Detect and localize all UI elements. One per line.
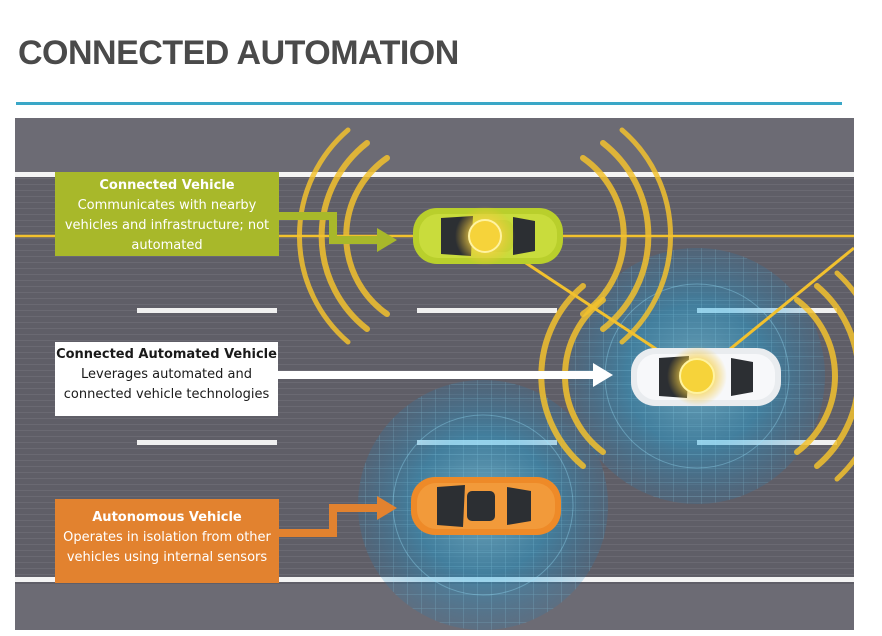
autonomous-vehicle-car	[411, 477, 561, 535]
autonomous-vehicle-heading: Autonomous Vehicle	[92, 510, 242, 525]
connected-vehicle-line-1: Communicates with nearby	[77, 198, 257, 213]
arrow-right-icon	[278, 212, 613, 537]
connected-vehicle-line-3: automated	[131, 238, 203, 253]
connected-automated-vehicle-line-2: connected vehicle technologies	[63, 387, 270, 402]
autonomous-vehicle-callout: Autonomous Vehicle Operates in isolation…	[55, 499, 279, 583]
connected-automated-vehicle-heading: Connected Automated Vehicle	[56, 347, 277, 362]
page-title: CONNECTED AUTOMATION	[18, 33, 459, 73]
road-scene-illustration	[15, 118, 854, 630]
lane-edge-top	[15, 172, 854, 177]
autonomous-vehicle-line-2: vehicles using internal sensors	[66, 550, 268, 565]
road-scene-svg	[15, 118, 854, 630]
connected-vehicle-line-2: vehicles and infrastructure; not	[64, 218, 270, 233]
connected-vehicle-heading: Connected Vehicle	[99, 178, 235, 193]
autonomous-vehicle-line-1: Operates in isolation from other	[63, 530, 271, 545]
connected-automated-vehicle-callout: Connected Automated Vehicle Leverages au…	[55, 342, 278, 416]
road-shoulder-top	[15, 118, 854, 173]
connected-vehicle-callout: Connected Vehicle Communicates with near…	[55, 172, 279, 256]
connected-automated-vehicle-line-1: Leverages automated and	[81, 367, 252, 382]
title-divider	[16, 102, 842, 105]
